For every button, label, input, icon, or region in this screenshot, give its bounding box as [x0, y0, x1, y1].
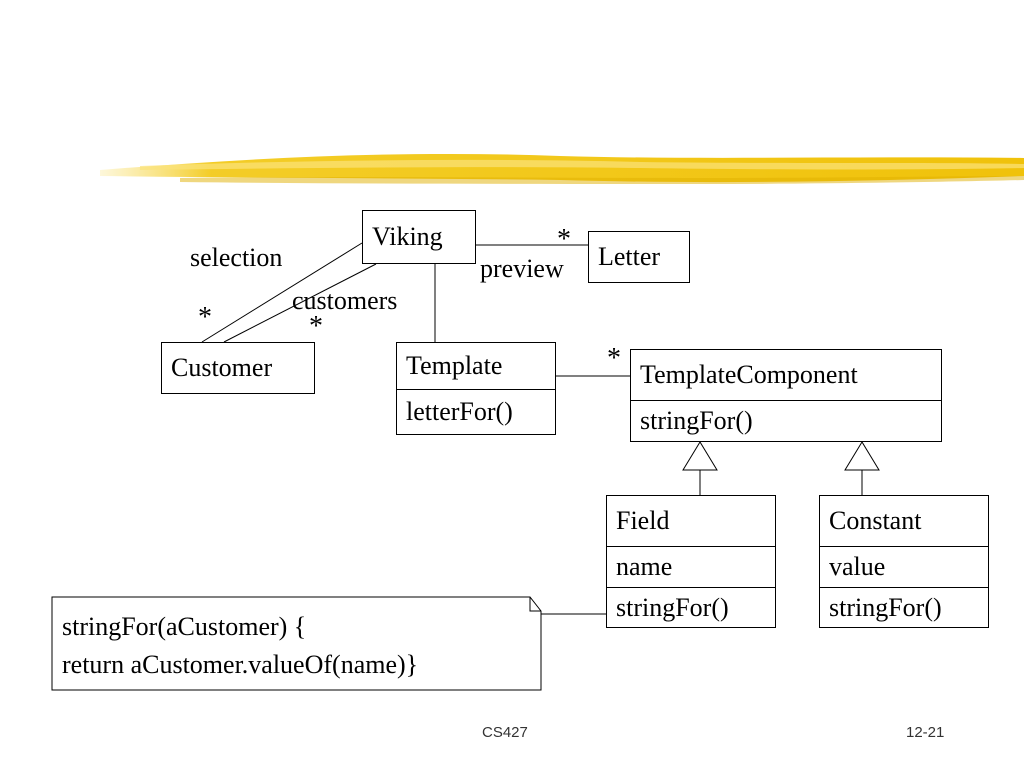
class-constant-method: stringFor(): [820, 587, 988, 628]
assoc-preview-label: preview: [480, 254, 564, 283]
class-constant-attribute: value: [820, 546, 988, 587]
class-customer-name: Customer: [171, 353, 273, 382]
class-template-component-name: TemplateComponent: [640, 360, 858, 389]
note-fold: [529, 597, 541, 612]
note-line-1: stringFor(aCustomer) {: [62, 612, 307, 641]
assoc-selection-multiplicity: *: [198, 302, 212, 333]
class-customer[interactable]: Customer: [161, 342, 315, 394]
class-field-attribute: name: [607, 546, 775, 587]
class-constant[interactable]: Constant value stringFor(): [819, 495, 989, 628]
class-template[interactable]: Template letterFor(): [396, 342, 556, 435]
class-template-method: letterFor(): [397, 389, 555, 434]
class-field-name: Field: [616, 506, 670, 535]
class-template-name: Template: [406, 351, 503, 380]
class-template-component[interactable]: TemplateComponent stringFor(): [630, 349, 942, 442]
assoc-selection-label: selection: [190, 243, 283, 272]
banner-stroke-shadow: [180, 176, 1024, 184]
note-box: [51, 596, 542, 691]
class-field-method: stringFor(): [607, 587, 775, 628]
inherit-field-triangle: [682, 441, 718, 471]
assoc-customers-label: customers: [292, 286, 398, 315]
footer-page-number: 12-21: [906, 724, 945, 741]
assoc-customers-multiplicity: *: [309, 311, 323, 342]
class-letter-name: Letter: [598, 242, 661, 271]
assoc-components-multiplicity: *: [607, 343, 621, 374]
class-field[interactable]: Field name stringFor(): [606, 495, 776, 628]
inherit-constant-triangle: [844, 441, 880, 471]
note-line-2: return aCustomer.valueOf(name)}: [62, 650, 419, 679]
banner-stroke-highlight: [140, 159, 1024, 170]
class-constant-name: Constant: [829, 506, 922, 535]
class-template-component-method: stringFor(): [631, 400, 941, 441]
class-viking[interactable]: Viking: [362, 210, 476, 264]
class-viking-name: Viking: [372, 222, 443, 251]
assoc-selection-line: [201, 242, 363, 343]
class-letter[interactable]: Letter: [588, 231, 690, 283]
note-text: stringFor(aCustomer) { return aCustomer.…: [52, 600, 541, 690]
assoc-customers-line: [223, 263, 377, 343]
assoc-preview-multiplicity: *: [557, 224, 571, 255]
footer-course: CS427: [482, 724, 528, 741]
